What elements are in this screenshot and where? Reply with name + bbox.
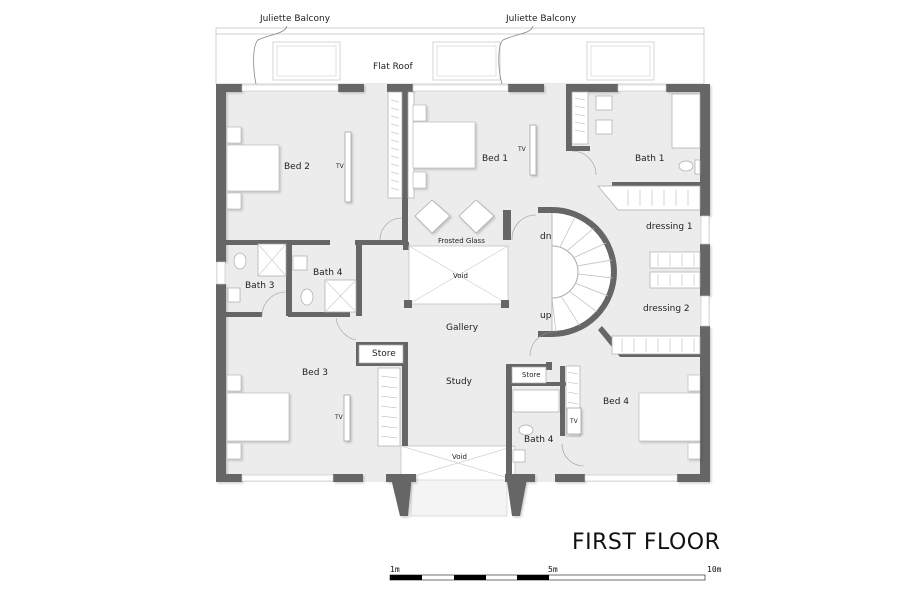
room-label-study: Study <box>446 377 472 387</box>
room-label-bath1: Bath 1 <box>635 154 665 164</box>
juliette-balcony-label-right: Juliette Balcony <box>506 14 577 24</box>
room-label-bath4-upper: Bath 4 <box>313 268 343 278</box>
scale-label-1m: 1m <box>390 565 400 574</box>
tv-label-bed1: TV <box>518 146 526 153</box>
room-label-dressing2: dressing 2 <box>643 304 690 314</box>
scale-bar <box>389 574 706 581</box>
exterior-walls <box>216 84 710 516</box>
room-label-store-left: Store <box>372 349 396 359</box>
interior-walls <box>226 92 702 474</box>
room-label-bed3: Bed 3 <box>302 368 329 378</box>
bath-fixtures <box>227 93 701 463</box>
juliette-balcony-label-left: Juliette Balcony <box>260 14 331 24</box>
frosted-glass-label: Frosted Glass <box>438 237 485 245</box>
armchairs <box>414 199 495 234</box>
tv-label-bed2: TV <box>336 163 344 170</box>
room-label-bed1: Bed 1 <box>482 154 509 164</box>
wardrobe-hangers <box>380 97 695 439</box>
room-label-store-right: Store <box>522 371 541 379</box>
flat-roof-label: Flat Roof <box>373 62 413 72</box>
room-label-bath4-lower: Bath 4 <box>524 435 554 445</box>
tv-label-bed3: TV <box>335 414 343 421</box>
void-label-upper: Void <box>453 272 468 280</box>
scale-label-5m: 5m <box>548 565 558 574</box>
room-label-bath3: Bath 3 <box>245 281 275 291</box>
floor-title: FIRST FLOOR <box>572 530 721 555</box>
stair-up-label: up <box>540 311 552 321</box>
spiral-staircase <box>538 207 617 337</box>
void-label-lower: Void <box>452 453 467 461</box>
tv-units <box>343 124 582 442</box>
scale-label-10m: 10m <box>707 565 722 574</box>
room-label-gallery: Gallery <box>446 323 479 333</box>
door-swings <box>261 150 597 467</box>
room-label-bed2: Bed 2 <box>284 162 311 172</box>
beds <box>226 104 701 460</box>
void-upper <box>404 245 509 308</box>
windows <box>216 84 710 482</box>
tv-label-bed4: TV <box>570 418 578 425</box>
flat-roof <box>215 25 705 85</box>
room-label-bed4: Bed 4 <box>603 397 630 407</box>
stair-dn-label: dn <box>540 232 552 242</box>
room-label-dressing1: dressing 1 <box>646 222 693 232</box>
